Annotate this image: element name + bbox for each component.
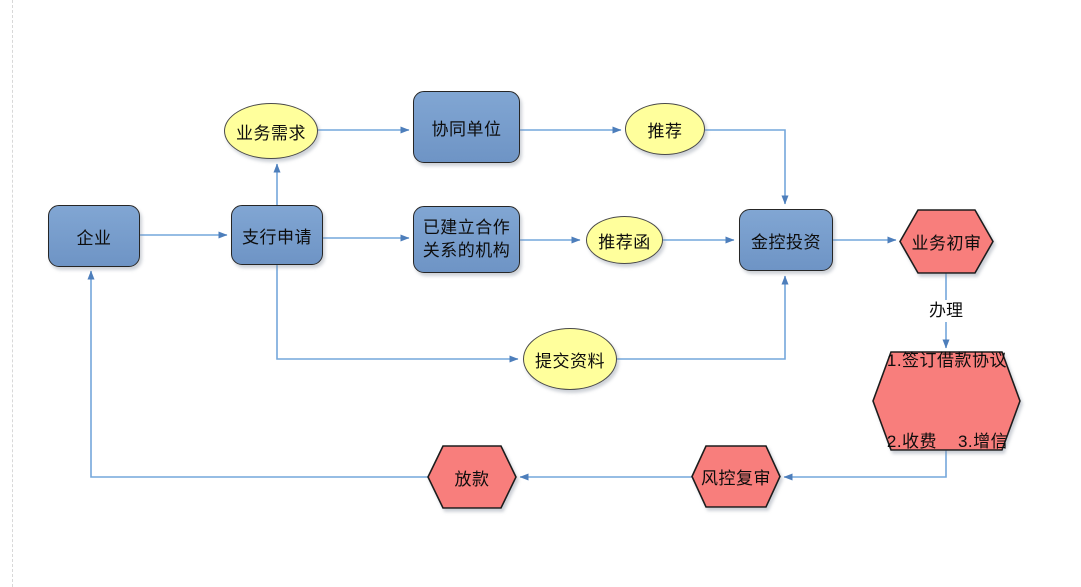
node-branch-application: 支行申请 [231,205,323,265]
node-loan-disbursement-shape [427,445,517,509]
node-loan-agreement-label: 1.签订借款协议 2.收费 3.增信 [886,350,1009,452]
node-recommendation-label: 推荐 [647,121,683,141]
node-enterprise: 企业 [48,205,140,267]
node-business-demand-label: 业务需求 [236,123,306,143]
node-business-demand: 业务需求 [224,103,318,159]
node-risk-control-review-label: 风控复审 [701,469,771,488]
node-risk-control-review-shape [691,445,781,508]
node-branch-application-label: 支行申请 [242,227,312,247]
node-jinkong-investment-label: 金控投资 [751,232,821,252]
node-submit-materials-label: 提交资料 [535,351,605,371]
edge-submit-materials-to-jinkong [617,275,789,360]
node-recommendation-letter-label: 推荐函 [598,232,651,252]
node-business-preliminary-review-label: 业务初审 [911,234,982,253]
node-partner-institution: 已建立合作 关系的机构 [413,206,520,273]
node-collaborating-unit: 协同单位 [413,91,520,163]
page-margin-dashed-line [12,0,13,587]
edge-disbursement-to-enterprise [87,270,428,478]
node-loan-disbursement-label: 放款 [454,469,490,489]
node-partner-institution-label: 已建立合作 关系的机构 [422,217,511,260]
node-jinkong-investment: 金控投资 [739,209,833,271]
edge-branch-to-submit-materials [276,265,519,363]
edge-agreement-to-risk-review [783,450,947,481]
node-recommendation-letter: 推荐函 [586,216,663,264]
node-submit-materials: 提交资料 [523,328,617,390]
node-recommendation: 推荐 [625,103,705,155]
node-business-preliminary-review-shape [899,209,994,274]
node-collaborating-unit-label: 协同单位 [431,119,502,139]
node-loan-agreement-shape [872,351,1021,451]
edge-label-process: 办理 [916,300,976,322]
edge-recommendation-to-jinkong [705,129,789,205]
node-enterprise-label: 企业 [76,228,112,248]
